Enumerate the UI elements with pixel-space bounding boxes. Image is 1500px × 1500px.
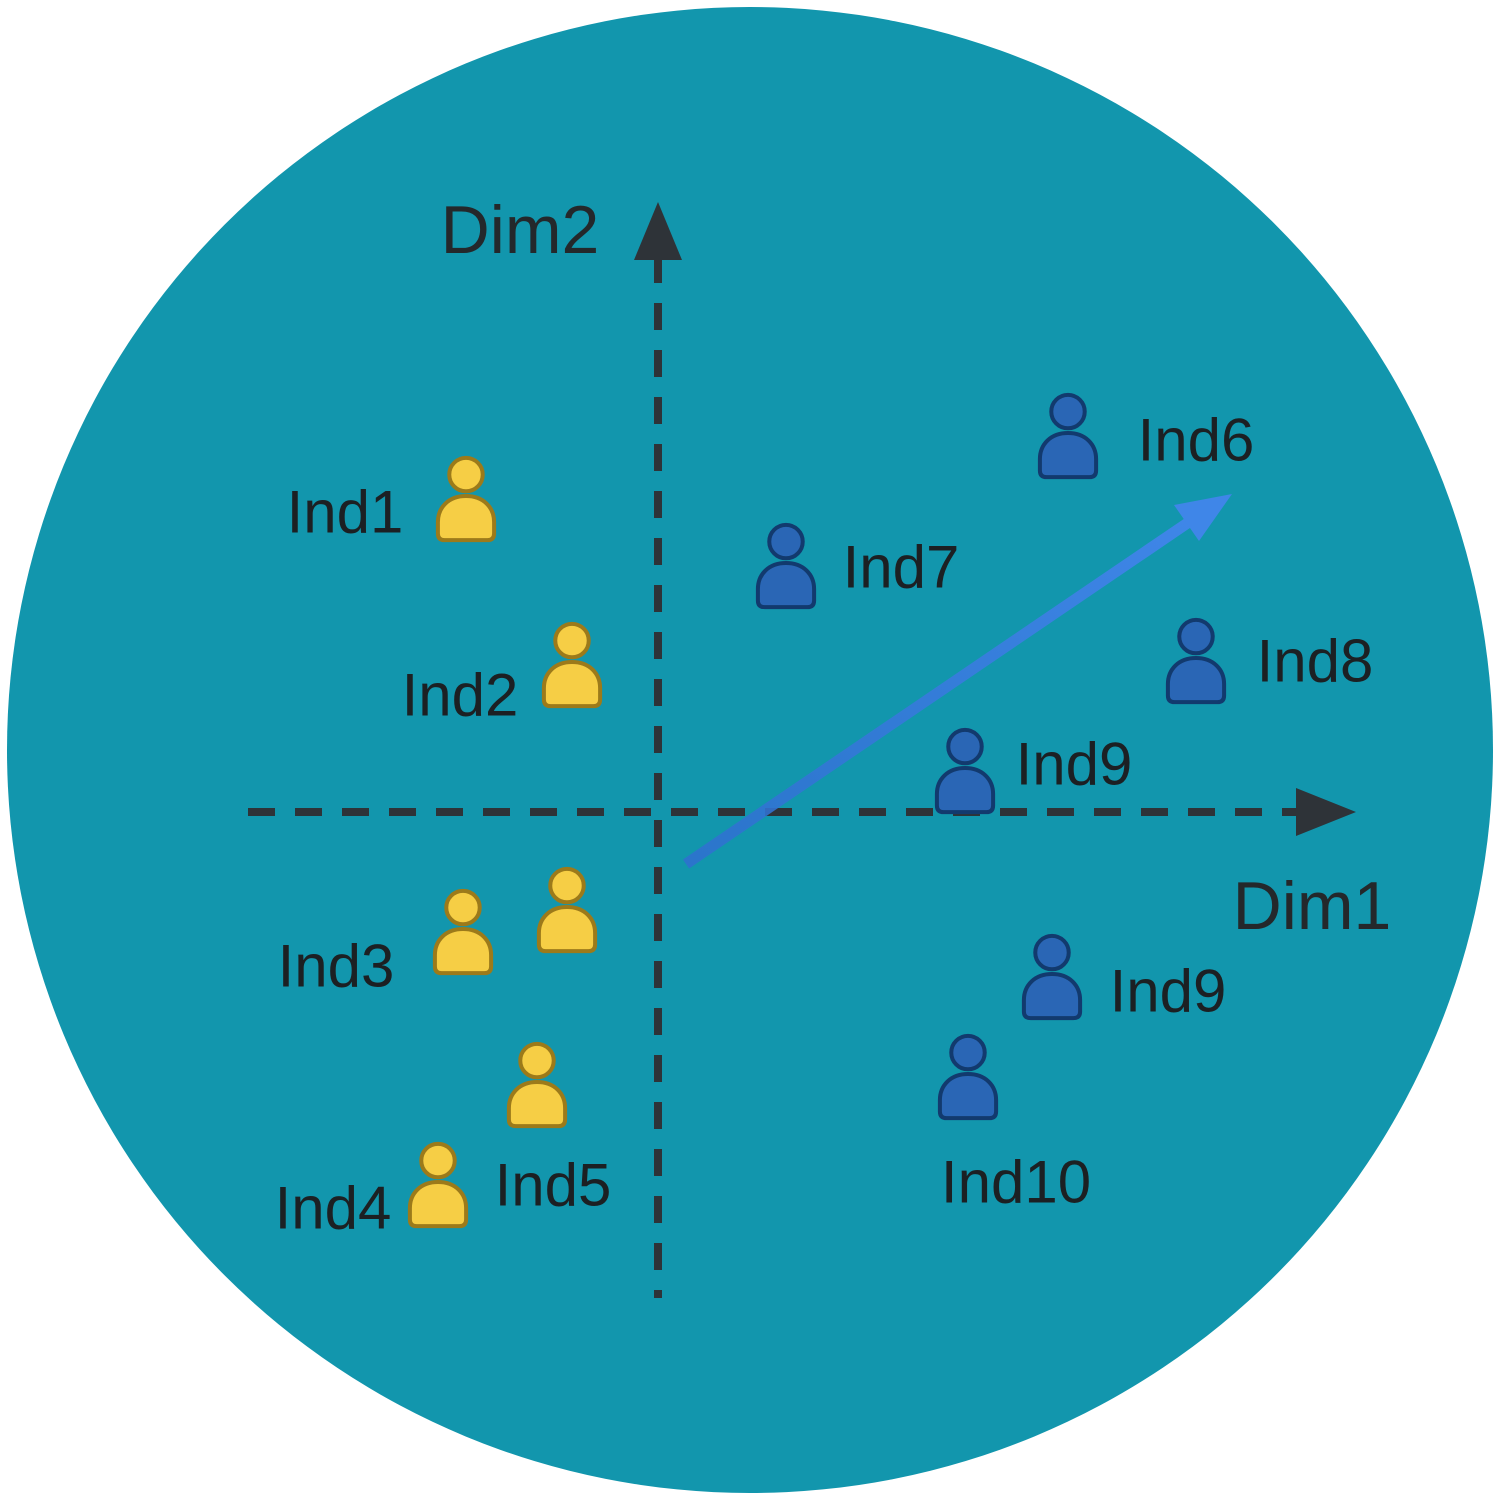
dim2-axis-label: Dim2 <box>440 192 600 268</box>
ind4-label: Ind4 <box>274 1174 392 1242</box>
person-icon-ind9b <box>1009 933 1095 1024</box>
ind2-label: Ind2 <box>401 661 519 729</box>
ind3-label: Ind3 <box>277 932 395 1000</box>
person-icon-ind3-a <box>420 888 506 979</box>
ind6-label: Ind6 <box>1137 406 1255 474</box>
gradient-arrow-head-icon <box>1174 494 1232 541</box>
ind7-label: Ind7 <box>842 533 960 601</box>
person-icon-ind7 <box>743 522 829 613</box>
ind9b-label: Ind9 <box>1109 957 1227 1025</box>
person-icon-ind4 <box>395 1141 481 1232</box>
ind1-label: Ind1 <box>286 478 404 546</box>
person-icon-ind5 <box>494 1041 580 1132</box>
person-icon-ind2 <box>529 621 615 712</box>
ind10-label: Ind10 <box>940 1148 1092 1216</box>
dim1-axis-label: Dim1 <box>1232 868 1392 944</box>
dim1-axis-arrowhead-icon <box>1296 788 1356 836</box>
person-icon-ind8 <box>1153 617 1239 708</box>
person-icon-ind6 <box>1025 392 1111 483</box>
person-icon-ind10 <box>925 1033 1011 1124</box>
background-circle <box>7 7 1493 1493</box>
ind8-label: Ind8 <box>1256 627 1374 695</box>
dim2-axis-arrowhead-icon <box>634 202 682 260</box>
ind5-label: Ind5 <box>494 1151 612 1219</box>
ind9-label: Ind9 <box>1015 730 1133 798</box>
gradient-arrow-line <box>682 515 1196 869</box>
person-icon-ind9 <box>922 727 1008 818</box>
person-icon-ind3-b <box>524 866 610 957</box>
person-icon-ind1 <box>423 455 509 546</box>
